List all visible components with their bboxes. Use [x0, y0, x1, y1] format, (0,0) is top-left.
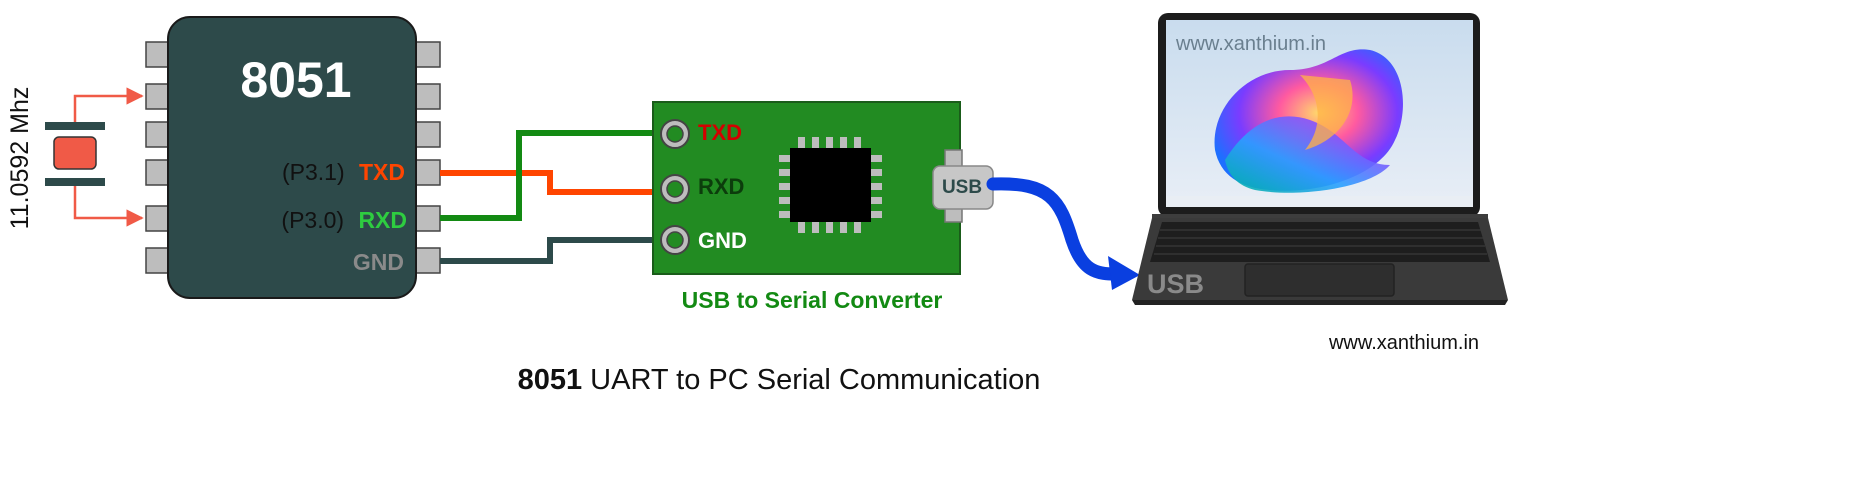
- mcu-body: [167, 16, 417, 299]
- mcu-gnd-pin-label: GND: [353, 249, 404, 275]
- converter-rxd-label: RXD: [698, 174, 744, 199]
- gnd-wire: [440, 237, 662, 264]
- mcu-txd-pin-label: (P3.1) TXD: [282, 159, 405, 185]
- crystal-body: [53, 136, 97, 170]
- crystal: [45, 87, 144, 227]
- converter-title: USB to Serial Converter: [682, 287, 943, 313]
- laptop-watermark: www.xanthium.in: [1175, 33, 1326, 55]
- website-label: www.xanthium.in: [1328, 332, 1479, 354]
- converter-txd-label: TXD: [698, 120, 742, 145]
- page-title: 8051 UART to PC Serial Communication: [518, 364, 1041, 396]
- converter-gnd-label: GND: [698, 228, 747, 253]
- laptop-touchpad: [1244, 263, 1395, 297]
- mcu-label: 8051: [240, 52, 351, 108]
- crystal-plate-bottom: [45, 178, 105, 186]
- crystal-lead-bottom: [73, 186, 144, 227]
- crystal-label: 11.0592 Mhz: [6, 87, 34, 230]
- converter-usb-port: [932, 149, 994, 223]
- mcu-chip: [145, 16, 441, 299]
- mcu-right-pins: [413, 41, 441, 274]
- crystal-plate-top: [45, 122, 105, 130]
- mcu-rxd-pin-label: (P3.0) RXD: [281, 207, 407, 233]
- page-title-rest: UART to PC Serial Communication: [582, 364, 1040, 396]
- usb-cable: [986, 177, 1140, 290]
- laptop-key-rows: [1154, 229, 1487, 255]
- laptop-base-edge: [1132, 300, 1508, 305]
- screen-wallpaper-bloom: [1214, 49, 1403, 193]
- crystal-lead-top: [73, 87, 144, 122]
- rxd-wire: [440, 130, 662, 221]
- laptop-keyboard: [1150, 222, 1490, 262]
- converter-usb-label: USB: [942, 177, 982, 198]
- converter-pin-rxd: [660, 174, 690, 204]
- converter-pin-gnd: [660, 225, 690, 255]
- screen-taskbar: [1166, 196, 1473, 207]
- txd-wire: [440, 170, 662, 195]
- laptop-usb-label: USB: [1147, 269, 1204, 299]
- laptop: [1132, 13, 1508, 305]
- page-title-bold: 8051: [518, 364, 583, 396]
- converter-pin-txd: [660, 119, 690, 149]
- converter-ic: [779, 137, 882, 233]
